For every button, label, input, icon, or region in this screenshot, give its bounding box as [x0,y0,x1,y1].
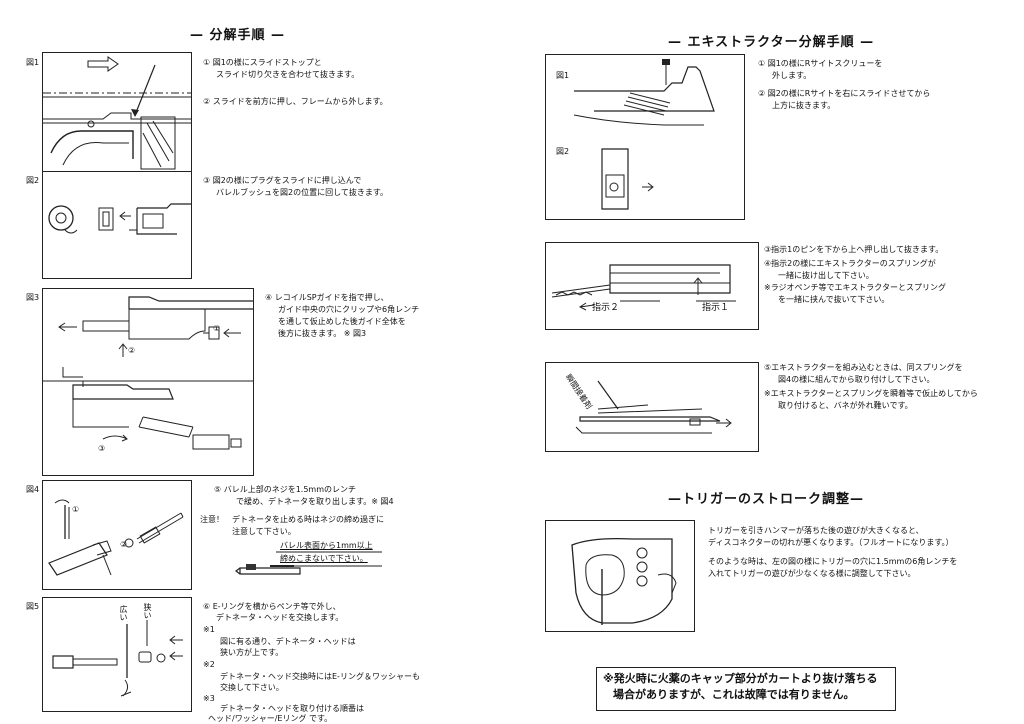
ext-step2-line1: ③指示1のピンを下から上へ押し出して抜きます。 [764,245,944,254]
step5-line3: ※1 [203,625,215,634]
fig1-label: 図1 [26,58,40,67]
fig3-mark1: ① [213,324,221,333]
trigger-line2: ディスコネクターの切れが悪くなります。（フルオートになります。） [708,538,954,547]
fig3-diagram [42,288,254,476]
step1-line1: ① 図1の様にスライドストップと [203,58,322,67]
step3-line4: 後方に抜きます。 ※ 図3 [278,329,367,338]
ext-spring-diagram [545,362,759,452]
step2-line2: バレルブッシュを図2の位置に回して抜きます。 [216,188,389,197]
barrel-note-line1: バレル表面から1mm以上 [280,541,373,550]
step2-line1: ③ 図2の様にプラグをスライドに押し込んで [203,176,362,185]
fig5-diagram [42,597,192,712]
ext-step3-line4: 取り付けると、バネが外れ難いです。 [778,401,913,410]
bottom-note-line1: ※発火時に火薬のキャップ部分がカートより抜け落ちる [603,672,878,685]
trigger-line1: トリガーを引きハンマーが落ちた後の遊びが大きくなると、 [708,526,924,535]
step1-line3: ② スライドを前方に押し、フレームから外します。 [203,97,388,106]
fig4-diagram [42,480,192,590]
step1-line2: スライド切り欠きを合わせて抜きます。 [216,70,360,79]
caution-line1: デトネータを止める時はネジの締め過ぎに [232,515,384,524]
fig1-diagram [42,52,192,174]
ext-step1-line3: ② 図2の様にRサイトを右にスライドさせてから [758,89,931,98]
ext-step1-line2: 外します。 [772,71,812,80]
ext-step2-line5: を一緒に挟んで抜いて下さい。 [778,295,890,304]
step5-line5: 狭い方が上です。 [220,648,284,657]
barrel-note-line2: 締めこまないで下さい。 [280,554,368,563]
bottom-note-box: ※発火時に火薬のキャップ部分がカートより抜け落ちる 場合がありますが、これは故障… [596,667,896,711]
step5-line2: デトネータ・ヘッドを交換します。 [216,613,344,622]
fig4-label: 図4 [26,485,40,494]
step5-line9: ※3 [203,694,215,703]
step5-line7: デトネータ・ヘッド交換時にはE-リング＆ワッシャーも [220,672,420,681]
fig4-mark2: ② [120,540,128,549]
ext-step3-line1: ⑤エキストラクターを組み込むときは、同スプリングを [764,363,963,372]
ext-step2-line4: ※ラジオペンチ等でエキストラクターとスプリング [764,283,946,292]
trigger-title: —トリガーのストローク調整— [668,492,865,507]
fig5-mark-narrow: 狭い [143,603,152,619]
fig5-label: 図5 [26,602,40,611]
step4-line2: で緩め、デトネータを取り出します。※ 図4 [236,497,394,506]
barrel-diagram [232,540,382,580]
bottom-note-line2: 場合がありますが、これは故障では有りません。 [613,688,855,701]
ext-step3-line2: 図4の様に組んでから取り付けして下さい。 [778,375,935,384]
caution-label: 注意！ [200,515,224,524]
ext-step3-line3: ※エキストラクターとスプリングを瞬着等で仮止めしてから [764,389,978,398]
ext-mark-1: 指示１ [702,303,730,313]
fig3-mark3: ③ [98,444,106,453]
fig3-mark2: ② [128,346,136,355]
left-title: — 分解手順 — [190,28,286,43]
fig3-label: 図3 [26,293,40,302]
right-title: — エキストラクター分解手順 — [668,35,875,50]
ext-mark-2: 指示２ [592,303,620,313]
ext-step1-line1: ① 図1の様にRサイトスクリューを [758,59,883,68]
ext-pin-diagram [545,242,759,330]
fig2-label: 図2 [26,176,40,185]
step5-line4: 図に有る通り、デトネータ・ヘッドは [220,637,356,646]
fig2-diagram [42,171,192,279]
trigger-line3: そのような時は、左の図の様にトリガーの穴に1.5mmの6角レンチを [708,557,958,566]
ext-step2-line3: 一緒に抜け出して下さい。 [778,271,874,280]
trigger-line4: 入れてトリガーの遊びが少なくなる様に調整して下さい。 [708,569,916,578]
step5-line11: ヘッド/ワッシャー/Eリング です。 [208,714,333,723]
fig5-mark-wide: 広い [119,605,128,621]
ext-fig12-diagram [545,54,745,220]
step3-line2: ガイド中央の穴にクリップや6角レンチ [278,305,420,314]
ext-fig2-label: 図2 [556,147,570,156]
step3-line3: を通して仮止めした後ガイド全体を [278,317,406,326]
step5-line1: ⑥ E-リングを横からペンチ等で外し、 [203,602,341,611]
ext-fig1-label: 図1 [556,71,570,80]
ext-step1-line4: 上方に抜きます。 [772,101,836,110]
ext-step2-line2: ④指示2の様にエキストラクターのスプリングが [764,259,936,268]
caution-line2: 注意して下さい。 [232,527,296,536]
step4-line1: ⑤ バレル上部のネジを1.5mmのレンチ [214,485,357,494]
step5-line6: ※2 [203,660,215,669]
fig4-mark1: ① [72,505,80,514]
step3-line1: ④ レコイルSPガイドを指で押し、 [265,293,389,302]
trigger-diagram [545,520,695,632]
step5-line10: デトネータ・ヘッドを取り付ける順番は [220,704,364,713]
step5-line8: 交換して下さい。 [220,683,284,692]
